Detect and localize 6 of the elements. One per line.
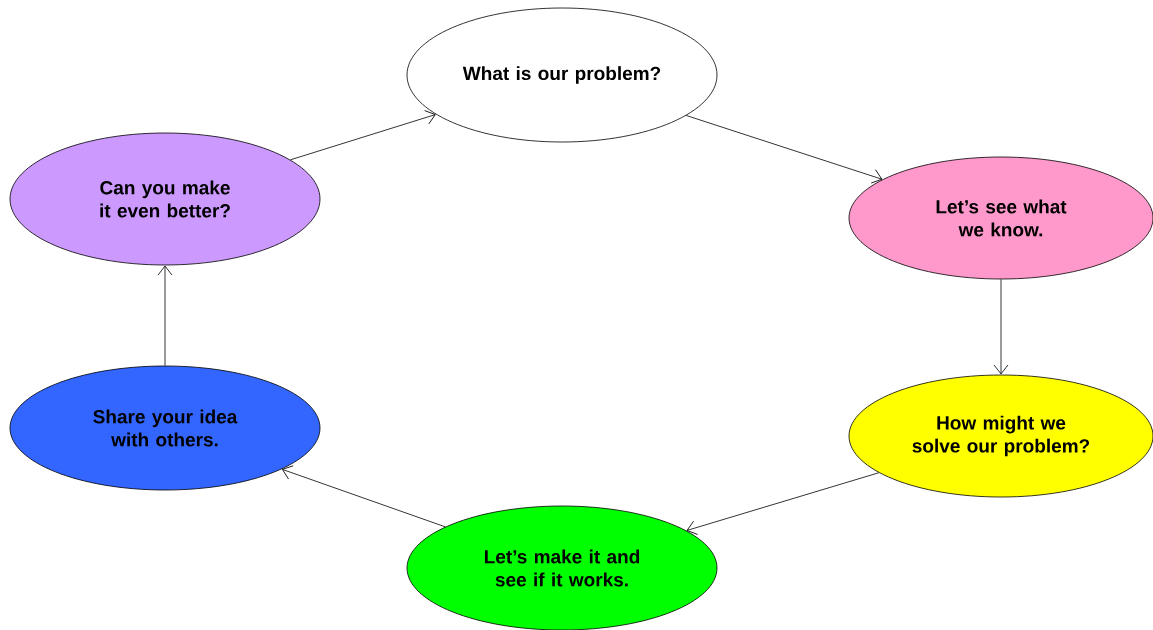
arrow — [686, 472, 880, 535]
arrow — [685, 115, 883, 184]
arrow — [993, 279, 1009, 375]
arrow — [157, 265, 173, 366]
arrow — [282, 465, 446, 528]
arrow — [290, 110, 436, 161]
